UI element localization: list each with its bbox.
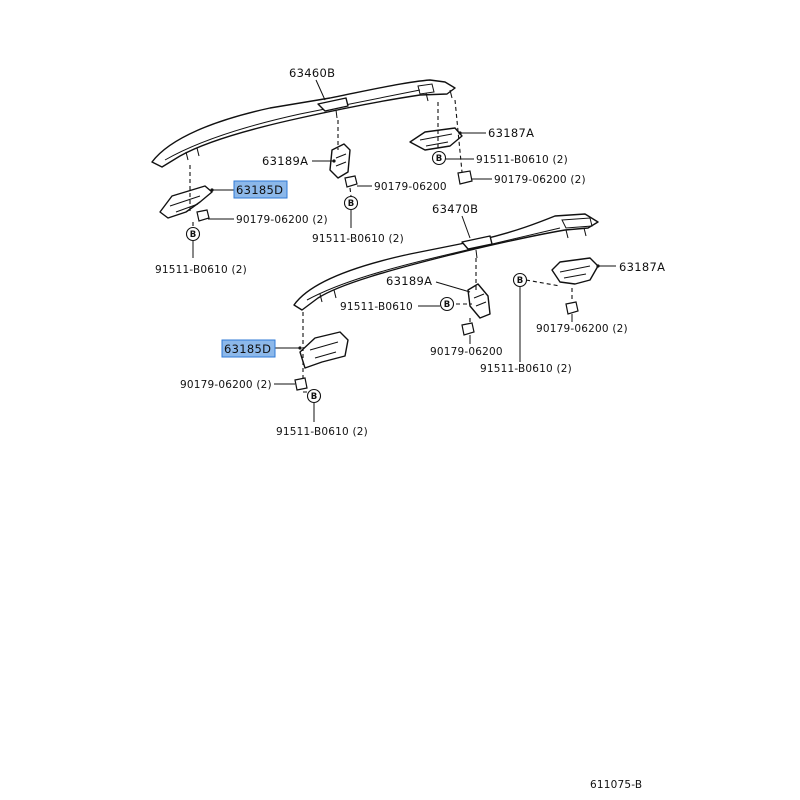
- upper-rear-bolt-callout: B: [431, 150, 447, 166]
- label-upper-63189a: 63189A: [262, 154, 308, 168]
- label-upper-middle-nut: 90179-06200: [374, 181, 447, 193]
- label-lower-front-nut: 90179-06200 (2): [180, 379, 272, 391]
- label-upper-front-nut: 90179-06200 (2): [236, 214, 328, 226]
- highlight-lower-63185d: [221, 339, 276, 358]
- label-lower-63189a: 63189A: [386, 274, 432, 288]
- label-lower-rear-nut: 90179-06200 (2): [536, 323, 628, 335]
- lower-front-leg-63185d: [294, 331, 349, 391]
- lower-middle-leg-63189a: [461, 283, 491, 336]
- lower-middle-bolt-callout: B: [439, 296, 455, 312]
- label-upper-middle-bolt: 91511-B0610 (2): [312, 233, 404, 245]
- label-upper-rear-nut: 90179-06200 (2): [494, 174, 586, 186]
- label-upper-front-bolt: 91511-B0610 (2): [155, 264, 247, 276]
- label-63470b: 63470B: [432, 202, 478, 216]
- svg-text:B: B: [517, 276, 523, 286]
- label-63460b: 63460B: [289, 66, 335, 80]
- svg-text:B: B: [444, 300, 450, 310]
- upper-front-bolt-callout: B: [185, 226, 201, 242]
- svg-text:B: B: [348, 199, 354, 209]
- svg-text:B: B: [436, 154, 442, 164]
- label-lower-rear-bolt: 91511-B0610 (2): [480, 363, 572, 375]
- svg-text:B: B: [190, 230, 196, 240]
- label-upper-63187a: 63187A: [488, 126, 534, 140]
- upper-middle-leg-63189a: [329, 143, 358, 188]
- label-lower-front-bolt: 91511-B0610 (2): [276, 426, 368, 438]
- label-lower-middle-bolt: 91511-B0610: [340, 301, 413, 313]
- diagram-code: 611075-B: [590, 779, 642, 791]
- upper-middle-bolt-callout: B: [343, 195, 359, 211]
- label-upper-63185d: 63185D: [236, 183, 283, 197]
- highlight-upper-63185d: [233, 180, 288, 199]
- label-lower-63185d: 63185D: [224, 342, 271, 356]
- label-lower-63187a: 63187A: [619, 260, 665, 274]
- upper-front-leg-63185d: [159, 185, 213, 222]
- upper-rear-leg-63187a: [409, 127, 473, 185]
- label-upper-rear-bolt: 91511-B0610 (2): [476, 154, 568, 166]
- lower-front-bolt-callout: B: [306, 388, 322, 404]
- lower-rear-leg-63187a: [551, 257, 599, 315]
- upper-rail-63460b: [151, 79, 456, 168]
- lower-rear-bolt-callout: B: [512, 272, 528, 288]
- label-lower-middle-nut: 90179-06200: [430, 346, 503, 358]
- svg-text:B: B: [311, 392, 317, 402]
- lower-rail-63470b: [293, 213, 599, 311]
